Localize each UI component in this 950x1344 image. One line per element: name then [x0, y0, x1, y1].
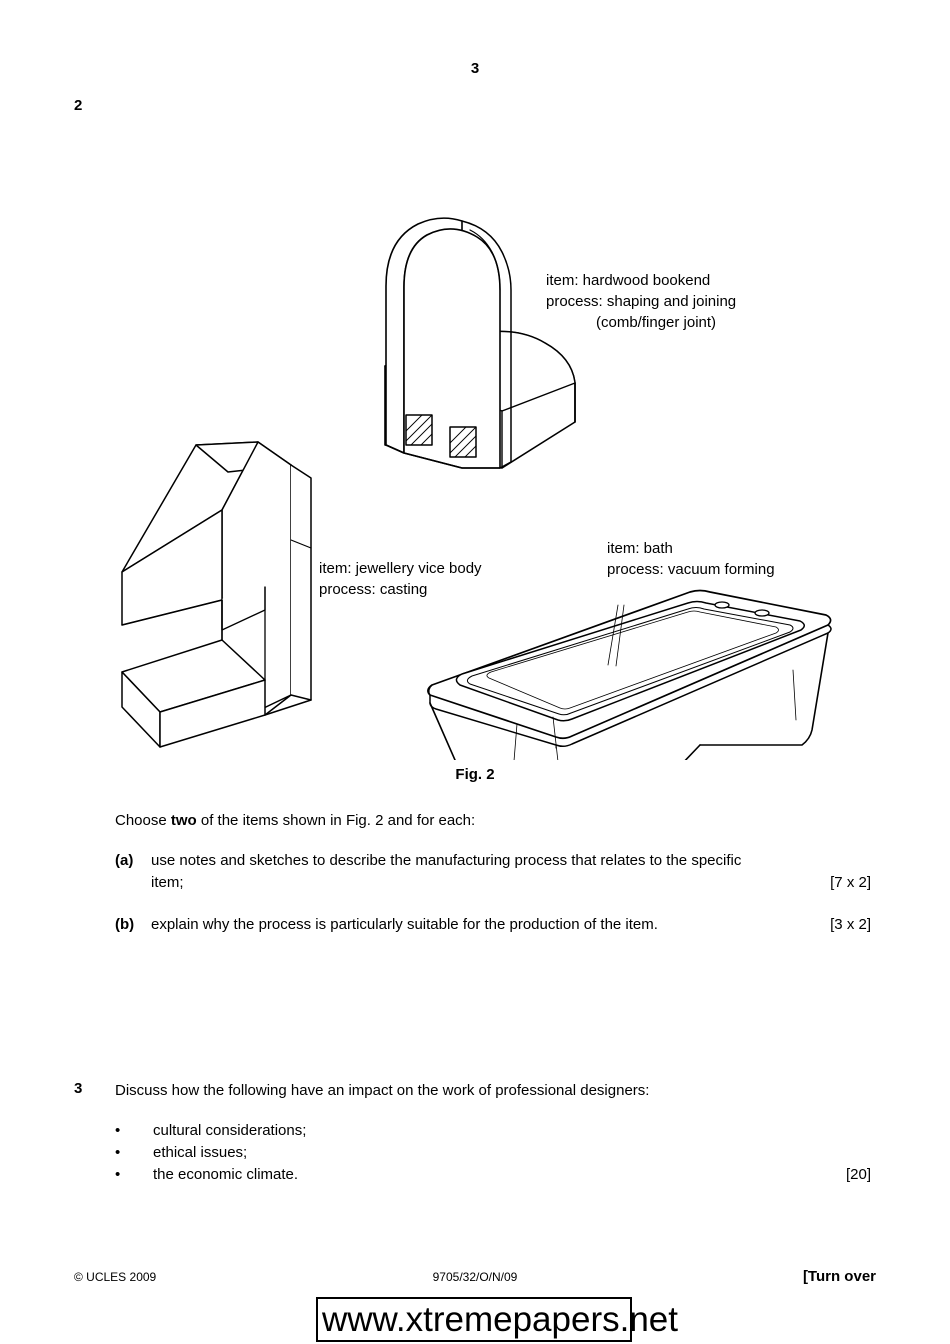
- list-item: • ethical issues;: [115, 1142, 871, 1164]
- figure-2-illustration: item: hardwood bookend process: shaping …: [0, 100, 950, 760]
- part-b-marks: [3 x 2]: [830, 916, 871, 933]
- bullet-icon: •: [115, 1166, 121, 1183]
- copyright-notice: © UCLES 2009: [74, 1270, 157, 1284]
- question-2-part-a: (a) use notes and sketches to describe t…: [115, 850, 871, 894]
- bullet-text: the economic climate.: [153, 1166, 299, 1183]
- paper-code: 9705/32/O/N/09: [432, 1270, 518, 1284]
- part-a-tag: (a): [115, 852, 134, 869]
- part-a-marks: [7 x 2]: [830, 874, 871, 891]
- bullet-icon: •: [115, 1144, 121, 1161]
- tap-hole-icon: [714, 601, 730, 609]
- question-3-marks: [20]: [845, 1166, 871, 1183]
- list-item: • the economic climate. [20]: [115, 1164, 871, 1186]
- list-item: • cultural considerations;: [115, 1120, 871, 1142]
- part-a-text-line1: use notes and sketches to describe the m…: [151, 852, 742, 869]
- bullet-text: cultural considerations;: [153, 1122, 307, 1139]
- figure-label: Fig. 2: [455, 766, 495, 783]
- caption-jewellery-vice: item: jewellery vice body process: casti…: [319, 560, 482, 598]
- figure-2-svg: [121, 217, 832, 760]
- vice-body-drawing: [121, 441, 312, 748]
- bookend-drawing: [384, 217, 576, 469]
- part-a-second-line: item; [7 x 2]: [151, 872, 871, 894]
- caption-bookend: item: hardwood bookend process: shaping …: [546, 272, 737, 331]
- watermark-box: www.xtremepapers.net: [316, 1297, 678, 1342]
- question-2-number: 2: [74, 97, 83, 114]
- page-footer: © UCLES 2009 9705/32/O/N/09 [Turn over: [0, 1268, 950, 1290]
- turn-over-label: [Turn over: [802, 1268, 876, 1285]
- page-number: 3: [470, 60, 480, 77]
- part-a-text-line2: item;: [151, 874, 184, 891]
- tap-hole-icon: [754, 609, 770, 617]
- stem-after: of the items shown in Fig. 2 and for eac…: [196, 812, 476, 829]
- question-2-stem: Choose two of the items shown in Fig. 2 …: [115, 810, 875, 832]
- part-b-line: explain why the process is particularly …: [151, 914, 871, 936]
- bath-drawing: [427, 589, 832, 760]
- stem-before: Choose: [115, 812, 171, 829]
- finger-joint-hatching: [405, 414, 477, 458]
- question-3-text: Discuss how the following have an impact…: [115, 1082, 650, 1099]
- part-b-tag: (b): [115, 916, 135, 933]
- question-3-bullet-list: • cultural considerations; • ethical iss…: [115, 1120, 871, 1186]
- bullet-icon: •: [115, 1122, 121, 1139]
- stem-bold-two: two: [170, 812, 197, 829]
- bullet-text: ethical issues;: [153, 1144, 248, 1161]
- part-b-text: explain why the process is particularly …: [151, 916, 658, 933]
- watermark-url[interactable]: www.xtremepapers.net: [322, 1300, 678, 1339]
- question-3-number: 3: [74, 1080, 83, 1097]
- question-2-part-b: (b) explain why the process is particula…: [115, 914, 871, 936]
- caption-bath: item: bath process: vacuum forming: [607, 540, 775, 578]
